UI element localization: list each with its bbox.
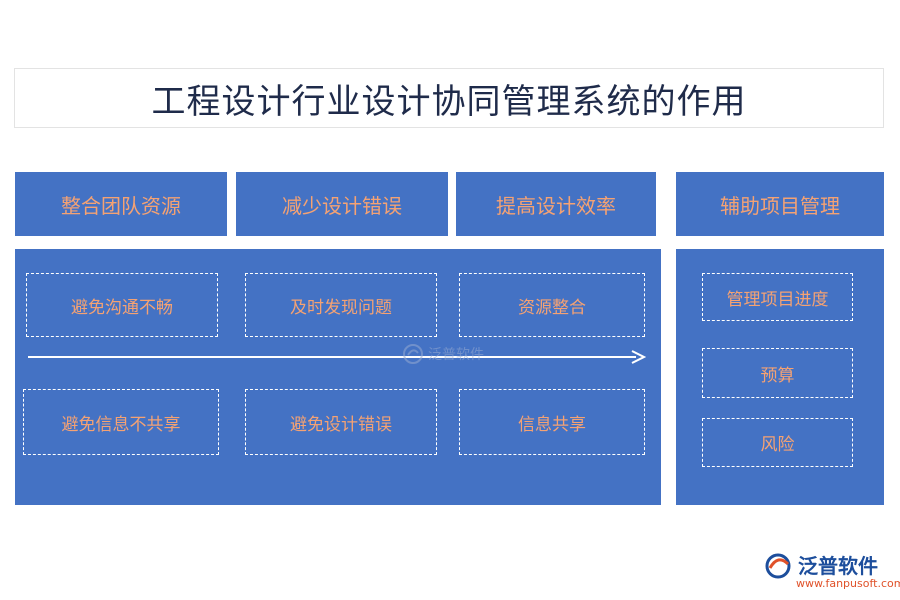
header-label: 辅助项目管理: [720, 193, 840, 218]
title-box: 工程设计行业设计协同管理系统的作用: [14, 68, 884, 128]
item-info-sharing: 信息共享: [459, 389, 645, 455]
right-panel: [676, 249, 884, 505]
item-label: 避免设计错误: [290, 414, 392, 435]
item-label: 避免沟通不畅: [71, 297, 173, 318]
item-label: 避免信息不共享: [61, 414, 181, 435]
item-avoid-poor-communication: 避免沟通不畅: [26, 273, 218, 337]
watermark-text: 泛普软件: [428, 347, 484, 363]
brand-name: 泛普软件: [798, 554, 878, 578]
item-label: 预算: [760, 365, 795, 386]
header-improve-efficiency: 提高设计效率: [456, 172, 656, 236]
item-label: 风险: [760, 435, 795, 455]
watermark: 泛普软件: [402, 343, 484, 365]
header-label: 整合团队资源: [61, 193, 181, 218]
item-risk: 风险: [702, 418, 853, 467]
item-label: 信息共享: [518, 414, 586, 435]
header-label: 减少设计错误: [282, 193, 402, 218]
item-label: 管理项目进度: [726, 289, 829, 310]
item-manage-progress: 管理项目进度: [702, 273, 853, 321]
header-project-management: 辅助项目管理: [676, 172, 884, 236]
left-panel: [15, 249, 661, 505]
header-team-resources: 整合团队资源: [15, 172, 227, 236]
header-reduce-errors: 减少设计错误: [236, 172, 448, 236]
item-find-problems-timely: 及时发现问题: [245, 273, 437, 337]
brand-logo: 泛普软件: [764, 552, 878, 580]
item-budget: 预算: [702, 348, 853, 398]
header-label: 提高设计效率: [496, 193, 616, 218]
item-label: 及时发现问题: [290, 297, 392, 318]
diagram-title: 工程设计行业设计协同管理系统的作用: [151, 81, 747, 122]
item-avoid-design-errors: 避免设计错误: [245, 389, 437, 455]
arrow-head-icon: [631, 350, 646, 364]
item-avoid-info-not-shared: 避免信息不共享: [23, 389, 219, 455]
brand-url: www.fanpusoft.com: [796, 577, 900, 590]
item-resource-integration: 资源整合: [459, 273, 645, 337]
watermark-logo-icon: [403, 344, 423, 364]
brand-logo-icon: [765, 553, 791, 579]
item-label: 资源整合: [518, 297, 586, 318]
flow-arrow-line: [28, 356, 636, 358]
